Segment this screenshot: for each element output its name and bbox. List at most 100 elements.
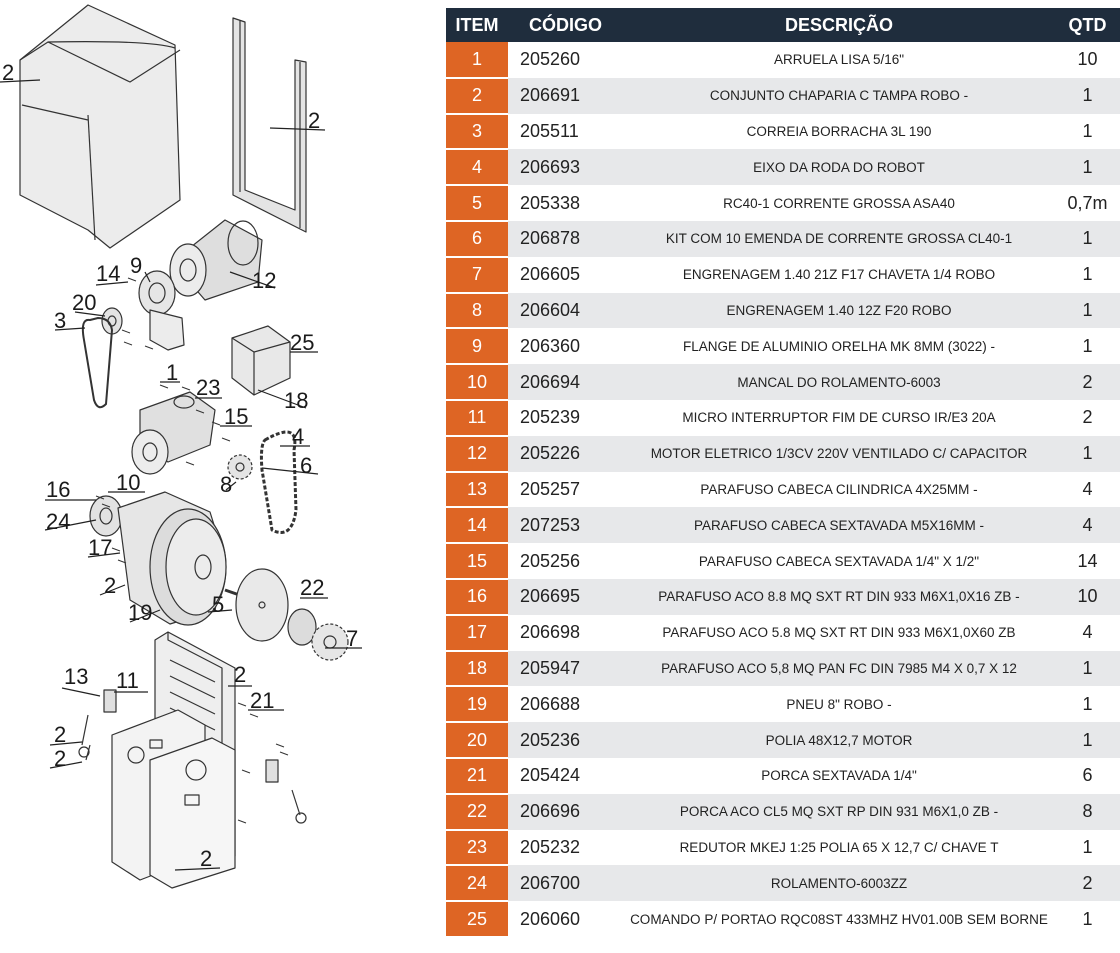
part-description: REDUTOR MKEJ 1:25 POLIA 65 X 12,7 C/ CHA…: [679, 839, 999, 855]
part-description: PARAFUSO CABECA SEXTAVADA 1/4" X 1/2": [698, 553, 980, 569]
item-number: 13: [446, 471, 508, 509]
item-number: 3: [446, 113, 508, 151]
callout-label: 23: [196, 375, 220, 400]
item-number: 24: [446, 865, 508, 903]
part-code: 206060: [520, 908, 581, 929]
side-panel-part: [232, 17, 307, 233]
table-row: 13 205257 PARAFUSO CABECA CILINDRICA 4X25M…: [446, 471, 1120, 509]
callout-label: 24: [46, 509, 70, 534]
part-code: 206360: [520, 335, 581, 356]
callout-label: 2: [2, 60, 14, 85]
callout-label: 5: [212, 592, 224, 617]
part-quantity: 2: [1055, 364, 1120, 400]
callout-label: 2: [234, 662, 246, 687]
part-code: 206605: [520, 264, 581, 285]
wheel-part: [117, 491, 227, 626]
micro-switch-part: [78, 689, 117, 761]
part-quantity: 1: [1055, 435, 1120, 472]
item-number: 21: [446, 757, 508, 795]
callout-label: 2: [104, 573, 116, 598]
part-code: 206693: [508, 149, 623, 186]
reducer-part: [131, 391, 216, 475]
item-number: 19: [446, 686, 508, 724]
part-quantity: 1: [1082, 120, 1093, 141]
part-quantity: 1: [1055, 149, 1120, 186]
part-quantity: 1: [1082, 693, 1093, 714]
flange-part: [138, 270, 185, 351]
part-description: CONJUNTO CHAPARIA C TAMPA ROBO -: [623, 77, 1055, 114]
callout-label: 1: [166, 360, 178, 385]
part-quantity: 14: [1077, 550, 1098, 571]
item-number: 10: [446, 364, 508, 401]
part-quantity: 1: [1082, 836, 1093, 857]
callout-label: 25: [290, 330, 314, 355]
callout-label: 2: [308, 108, 320, 133]
part-description: EIXO DA RODA DO ROBOT: [623, 149, 1055, 186]
callout-label: 11: [116, 668, 139, 693]
callout-label: 22: [300, 575, 324, 600]
small-sprocket-part: [227, 454, 253, 480]
item-number: 12: [446, 435, 508, 473]
item-number: 7: [446, 256, 508, 294]
part-description: PARAFUSO CABECA CILINDRICA 4X25MM -: [700, 481, 978, 497]
part-quantity: 2: [1082, 407, 1093, 428]
item-number: 6: [446, 220, 508, 258]
item-number: 5: [446, 185, 508, 222]
part-description: MANCAL DO ROLAMENTO-6003: [623, 364, 1055, 400]
item-number: 22: [446, 793, 508, 831]
part-description: ENGRENAGEM 1.40 21Z F17 CHAVETA 1/4 ROBO: [682, 267, 996, 283]
part-quantity: 4: [1082, 622, 1093, 643]
part-description: ARRUELA LISA 5/16": [773, 52, 905, 68]
item-number: 9: [446, 328, 508, 366]
header-code: CÓDIGO: [508, 8, 623, 42]
item-number: 23: [446, 829, 508, 867]
callout-label: 2: [54, 746, 66, 771]
item-number: 4: [446, 149, 508, 187]
part-description: PORCA SEXTAVADA 1/4": [761, 768, 917, 784]
item-number: 8: [446, 292, 508, 330]
part-description: PARAFUSO ACO 8.8 MQ SXT RT DIN 933 M6X1,…: [623, 578, 1055, 615]
item-number: 16: [446, 578, 508, 616]
part-quantity: 2: [1055, 865, 1120, 902]
part-quantity: 1: [1055, 292, 1120, 329]
item-number: 25: [446, 901, 508, 938]
part-code: 206604: [508, 292, 623, 329]
part-quantity: 0,7m: [1067, 192, 1108, 213]
callout-label: 15: [224, 404, 248, 429]
callout-label: 17: [88, 535, 112, 560]
table-header-row: ITEM CÓDIGO DESCRIÇÃO QTD: [446, 8, 1120, 42]
part-quantity: 1: [1055, 722, 1120, 758]
callout-labels: 2 2 9 14 12 20 3 25 1 23 18 15 4 6 8 16 …: [2, 60, 358, 871]
header-qty: QTD: [1055, 8, 1120, 42]
callout-label: 20: [72, 290, 96, 315]
part-quantity: 1: [1055, 650, 1120, 687]
item-number: 1: [446, 42, 508, 79]
cover-part: [19, 4, 181, 249]
callout-label: 4: [292, 424, 304, 449]
part-code: 205424: [520, 765, 581, 786]
item-number: 15: [446, 543, 508, 580]
part-quantity: 1: [1082, 335, 1093, 356]
part-code: 205257: [520, 478, 581, 499]
part-description: PORCA ACO CL5 MQ SXT RP DIN 931 M6X1,0 Z…: [623, 793, 1055, 830]
chain-part: [259, 430, 298, 534]
part-quantity: 1: [1082, 908, 1093, 929]
callout-label: 6: [300, 453, 312, 478]
part-description: MOTOR ELETRICO 1/3CV 220V VENTILADO C/ C…: [623, 435, 1055, 472]
callout-label: 7: [346, 626, 358, 651]
part-code: 206695: [508, 578, 623, 615]
callout-label: 3: [54, 308, 66, 333]
bearing-housing-part: [89, 495, 123, 537]
